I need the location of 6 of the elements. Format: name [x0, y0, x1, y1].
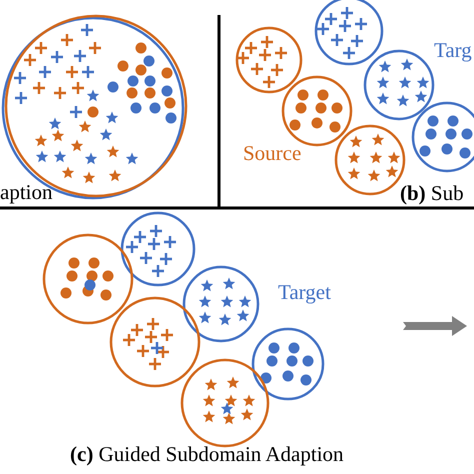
caption: aption: [0, 182, 52, 203]
caption: (b) Sub: [400, 183, 464, 204]
domain-label: Targ: [434, 40, 472, 61]
domain-label: Target: [278, 282, 331, 303]
domain-label: Source: [243, 143, 302, 164]
caption: (c) Guided Subdomain Adaption: [70, 444, 344, 465]
